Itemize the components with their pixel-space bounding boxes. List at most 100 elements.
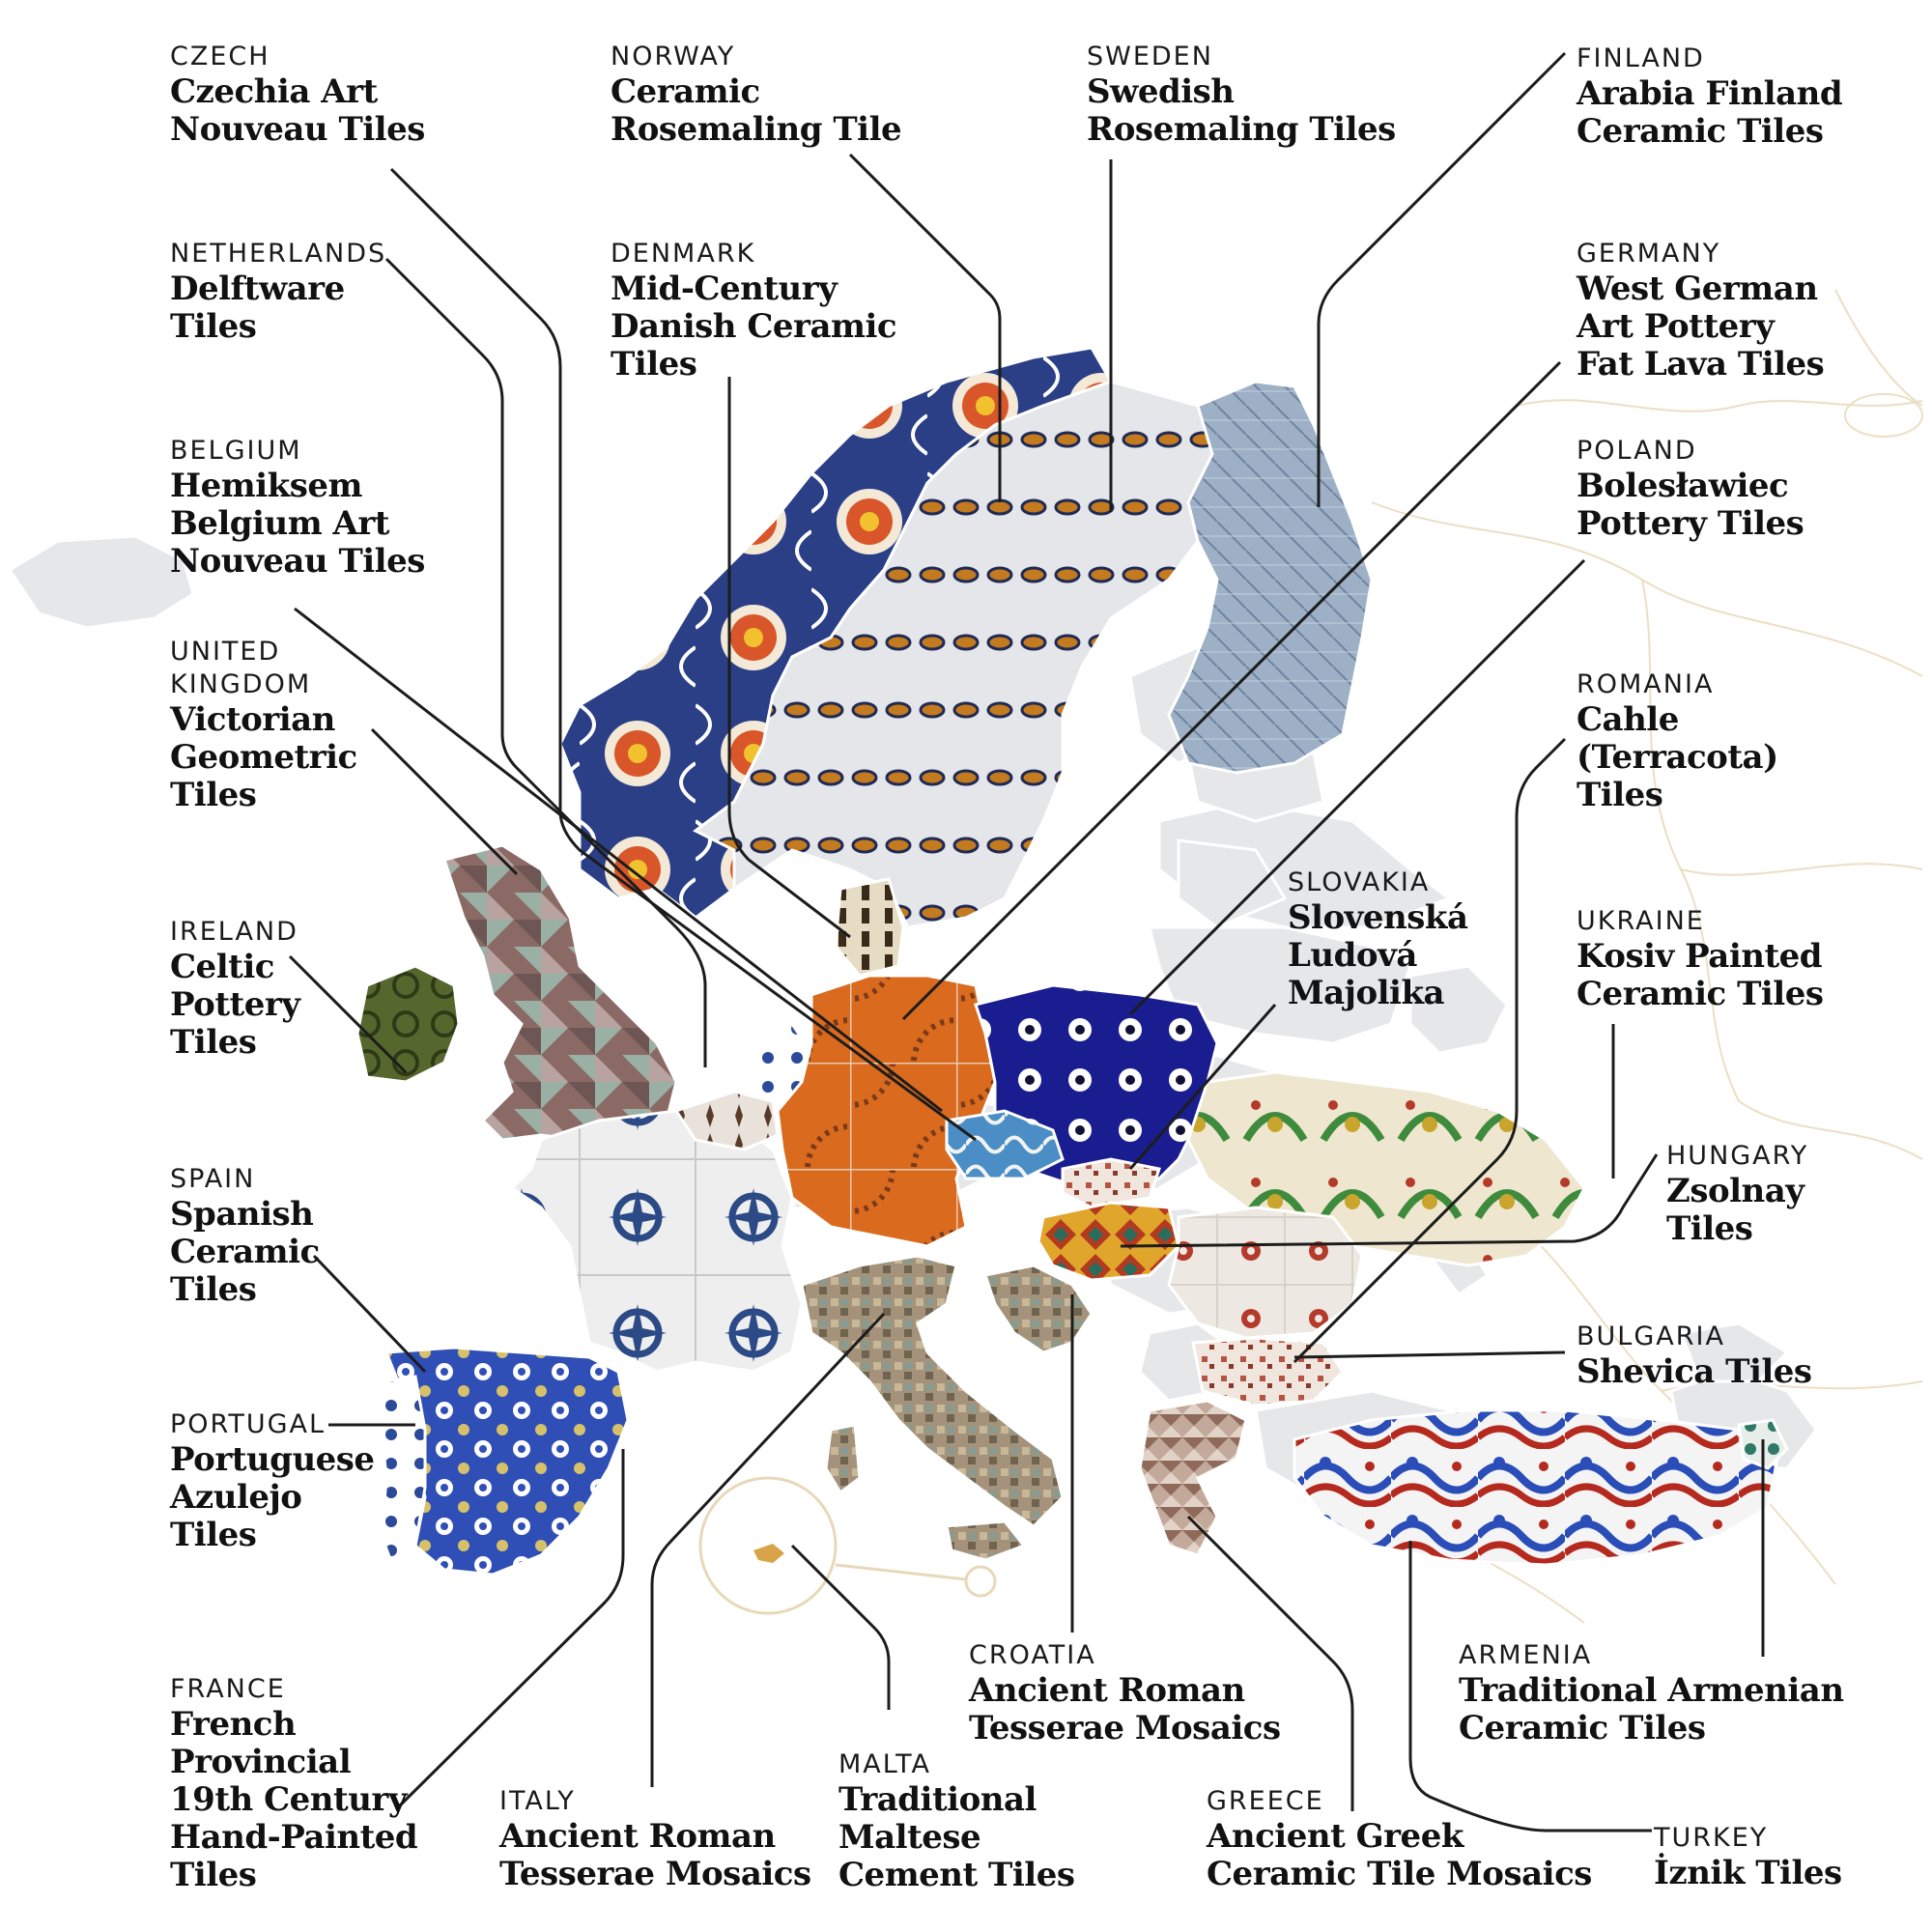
country-name: GREECE <box>1207 1786 1324 1816</box>
bulgaria-region <box>1191 1336 1345 1407</box>
leader-romania <box>1293 737 1567 1364</box>
label-belgium: BELGIUM Hemiksem Belgium Art Nouveau Til… <box>170 435 425 581</box>
leader-greece <box>1186 1515 1354 1811</box>
label-spain: SPAIN Spanish Ceramic Tiles <box>170 1163 320 1309</box>
tile-name: Cahle (Terracota) Tiles <box>1577 700 1778 814</box>
leader-turkey <box>1408 1541 1652 1833</box>
country-name: TURKEY <box>1654 1823 1769 1853</box>
country-name: PORTUGAL <box>170 1409 327 1439</box>
tile-name: Swedish Rosemaling Tiles <box>1087 72 1396 149</box>
tile-name: Traditional Armenian Ceramic Tiles <box>1459 1671 1844 1747</box>
label-norway: NORWAY Ceramic Rosemaling Tile <box>611 41 902 149</box>
label-ukraine: UKRAINE Kosiv Painted Ceramic Tiles <box>1577 905 1824 1013</box>
leader-bulgaria <box>1293 1350 1566 1359</box>
leader-belgium <box>294 607 943 1113</box>
tile-name: Mid-Century Danish Ceramic Tiles <box>611 270 897 384</box>
label-armenia: ARMENIA Traditional Armenian Ceramic Til… <box>1459 1639 1844 1747</box>
leader-france <box>394 1449 625 1811</box>
country-name: FRANCE <box>170 1674 286 1704</box>
country-name: SWEDEN <box>1087 42 1213 71</box>
leader-malta <box>790 1544 891 1710</box>
label-croatia: CROATIA Ancient Roman Tesserae Mosaics <box>969 1639 1281 1747</box>
tile-name: Delftware Tiles <box>170 270 345 346</box>
label-netherlands: NETHERLANDS Delftware Tiles <box>170 238 386 346</box>
tile-name: Arabia Finland Ceramic Tiles <box>1577 74 1843 151</box>
france-region <box>509 1109 804 1374</box>
country-name: NETHERLANDS <box>170 239 387 269</box>
country-name: UKRAINE <box>1577 906 1705 936</box>
tile-name: Ancient Roman Tesserae Mosaics <box>499 1817 811 1893</box>
country-name: FINLAND <box>1577 43 1705 73</box>
leader-poland <box>1128 558 1586 1016</box>
country-name: SLOVAKIA <box>1288 867 1431 897</box>
leader-italy <box>650 1312 886 1787</box>
label-romania: ROMANIA Cahle (Terracota) Tiles <box>1577 668 1778 814</box>
leader-norway <box>848 153 1002 502</box>
romania-region <box>1167 1206 1364 1340</box>
country-name: IRELAND <box>170 917 298 947</box>
leader-slovakia <box>1128 1004 1277 1170</box>
country-name: ROMANIA <box>1577 669 1715 699</box>
label-poland: POLAND Bolesławiec Pottery Tiles <box>1577 435 1804 543</box>
tile-name: Czechia Art Nouveau Tiles <box>170 72 425 149</box>
leader-ireland <box>288 954 408 1074</box>
label-denmark: DENMARK Mid-Century Danish Ceramic Tiles <box>611 238 897 384</box>
italy-region <box>800 1254 1065 1528</box>
country-name: SPAIN <box>170 1164 256 1194</box>
sicily-region <box>945 1520 1027 1562</box>
leader-czech <box>389 167 977 1142</box>
tile-name: Slovenská Ludová Majolika <box>1288 898 1468 1012</box>
tile-name: Shevica Tiles <box>1577 1352 1812 1391</box>
tile-name: West German Art Pottery Fat Lava Tiles <box>1577 270 1825 384</box>
label-hungary: HUNGARY Zsolnay Tiles <box>1666 1140 1808 1248</box>
leader-lines <box>288 51 1765 1833</box>
turkey-region <box>1293 1408 1779 1567</box>
leader-uk <box>370 727 519 876</box>
tile-name: Traditional Maltese Cement Tiles <box>838 1780 1075 1894</box>
czech-region <box>945 1109 1065 1180</box>
label-czech: CZECH Czechia Art Nouveau Tiles <box>170 41 425 149</box>
country-name: BULGARIA <box>1577 1321 1725 1351</box>
label-greece: GREECE Ancient Greek Ceramic Tile Mosaic… <box>1207 1785 1592 1893</box>
country-name: ARMENIA <box>1459 1640 1593 1670</box>
leader-spain <box>312 1254 427 1374</box>
finland-region <box>1167 380 1374 775</box>
greece-region <box>1138 1399 1248 1557</box>
tile-name: French Provincial 19th Century Hand-Pain… <box>170 1705 418 1894</box>
country-name: CZECH <box>170 42 270 71</box>
label-ireland: IRELAND Celtic Pottery Tiles <box>170 916 300 1062</box>
label-slovakia: SLOVAKIA Slovenská Ludová Majolika <box>1288 867 1468 1012</box>
country-name: UNITED KINGDOM <box>170 637 312 699</box>
tile-name: Ancient Roman Tesserae Mosaics <box>969 1671 1281 1747</box>
tile-name: Spanish Ceramic Tiles <box>170 1195 320 1309</box>
country-name: POLAND <box>1577 436 1697 466</box>
country-name: DENMARK <box>611 239 756 269</box>
malta-region <box>753 1544 784 1563</box>
tile-name: Kosiv Painted Ceramic Tiles <box>1577 937 1824 1013</box>
croatia-region <box>983 1264 1094 1354</box>
tile-name: Zsolnay Tiles <box>1666 1172 1804 1248</box>
leader-denmark <box>727 377 851 939</box>
country-name: ITALY <box>499 1786 576 1816</box>
country-name: MALTA <box>838 1749 931 1779</box>
ireland-region <box>355 964 461 1084</box>
label-germany: GERMANY West German Art Pottery Fat Lava… <box>1577 238 1825 384</box>
label-uk: UNITED KINGDOM Victorian Geometric Tiles <box>170 636 357 814</box>
label-italy: ITALY Ancient Roman Tesserae Mosaics <box>499 1785 811 1893</box>
leader-germany <box>901 360 1562 1021</box>
country-name: GERMANY <box>1577 239 1721 269</box>
tile-name: Victorian Geometric Tiles <box>170 700 357 814</box>
label-malta: MALTA Traditional Maltese Cement Tiles <box>838 1748 1075 1894</box>
denmark-region <box>834 877 905 978</box>
tile-name: Portuguese Azulejo Tiles <box>170 1440 375 1554</box>
tile-name: Hemiksem Belgium Art Nouveau Tiles <box>170 467 425 581</box>
label-turkey: TURKEY İznik Tiles <box>1654 1822 1842 1892</box>
tile-name: İznik Tiles <box>1654 1854 1842 1892</box>
label-finland: FINLAND Arabia Finland Ceramic Tiles <box>1577 43 1843 151</box>
label-portugal: PORTUGAL Portuguese Azulejo Tiles <box>170 1408 375 1554</box>
label-bulgaria: BULGARIA Shevica Tiles <box>1577 1321 1812 1391</box>
tile-name: Bolesławiec Pottery Tiles <box>1577 467 1804 543</box>
sweden-region <box>693 380 1214 929</box>
